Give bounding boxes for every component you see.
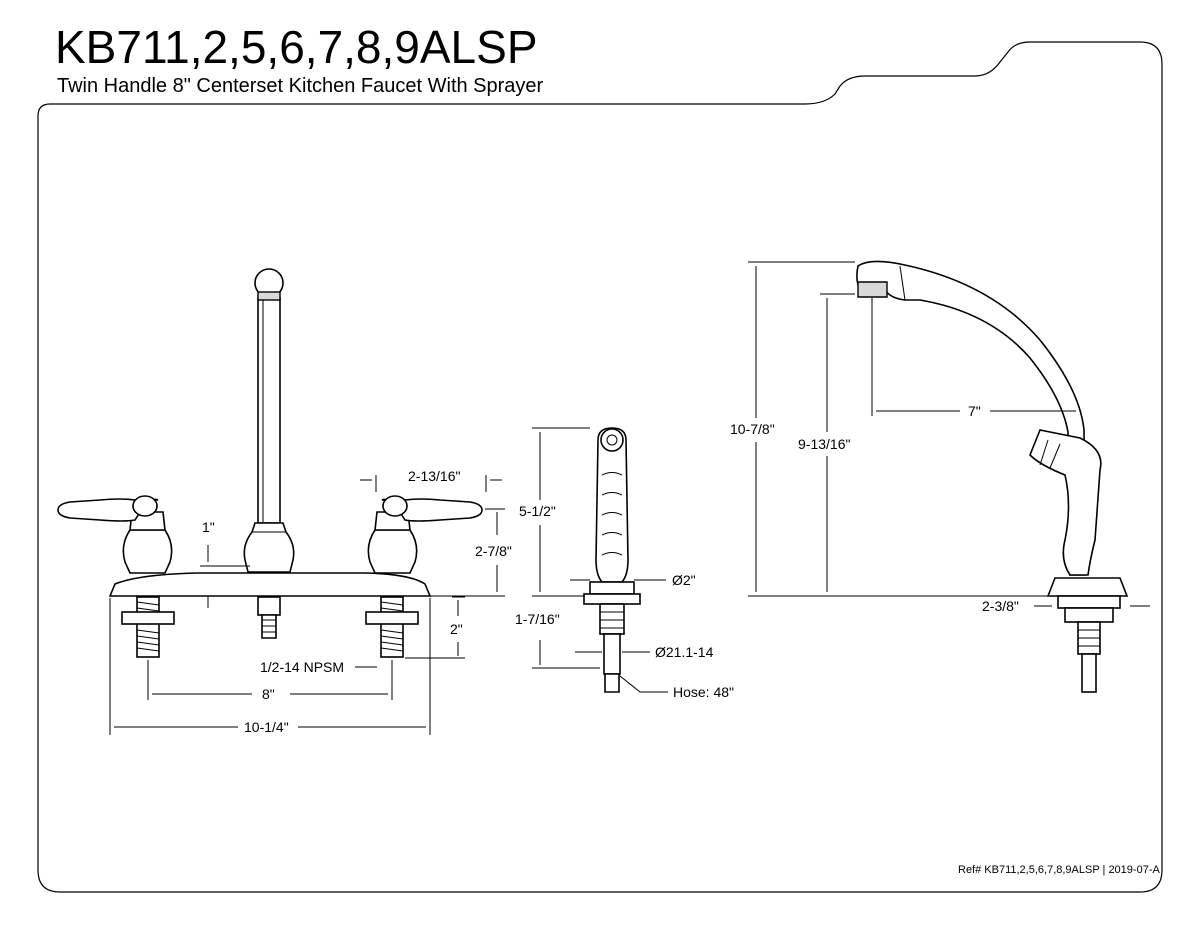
- dim-base-width: 10-1/4": [244, 719, 289, 735]
- dim-spout-height: 9-13/16": [798, 436, 850, 452]
- deck-plate: [108, 572, 432, 597]
- page-title: KB711,2,5,6,7,8,9ALSP: [55, 21, 538, 73]
- side-base: [1046, 577, 1129, 597]
- page-subtitle: Twin Handle 8" Centerset Kitchen Faucet …: [57, 75, 544, 97]
- dim-spout-reach: 7": [968, 403, 981, 419]
- dim-sprayer-shank: 1-7/16": [515, 611, 560, 627]
- dim-shank-length: 2": [450, 621, 463, 637]
- sheet-border: [37, 41, 1163, 893]
- dim-sprayer-height: 5-1/2": [519, 503, 556, 519]
- dim-side-base: 2-3/8": [982, 598, 1019, 614]
- side-spout: [856, 260, 1086, 576]
- sprayer-head: [595, 427, 629, 583]
- side-sprayer: [1029, 429, 1102, 576]
- sprayer-dims: [532, 427, 668, 693]
- front-view: [57, 268, 483, 658]
- dim-total-height: 10-7/8": [730, 421, 775, 437]
- spout-hub: [243, 522, 295, 573]
- spout-tube: [257, 297, 281, 524]
- side-dims: [748, 261, 1150, 607]
- front-dims: [109, 475, 505, 735]
- reference-code: Ref# KB711,2,5,6,7,8,9ALSP | 2019-07-A: [958, 864, 1160, 876]
- sprayer-view: [583, 427, 641, 693]
- dim-handle-offset: 2-13/16": [408, 468, 460, 484]
- dim-sprayer-thread: Ø21.1-14: [655, 644, 714, 660]
- side-view: [856, 260, 1129, 693]
- dim-centers: 8": [262, 686, 275, 702]
- dim-sprayer-dia: Ø2": [672, 572, 696, 588]
- dim-handle-height: 2-7/8": [475, 543, 512, 559]
- dim-hose: Hose: 48": [673, 684, 734, 700]
- right-handle-body: [367, 529, 418, 574]
- dim-thread: 1/2-14 NPSM: [260, 659, 344, 675]
- dim-lever-height: 1": [202, 519, 215, 535]
- left-handle-body: [122, 529, 173, 574]
